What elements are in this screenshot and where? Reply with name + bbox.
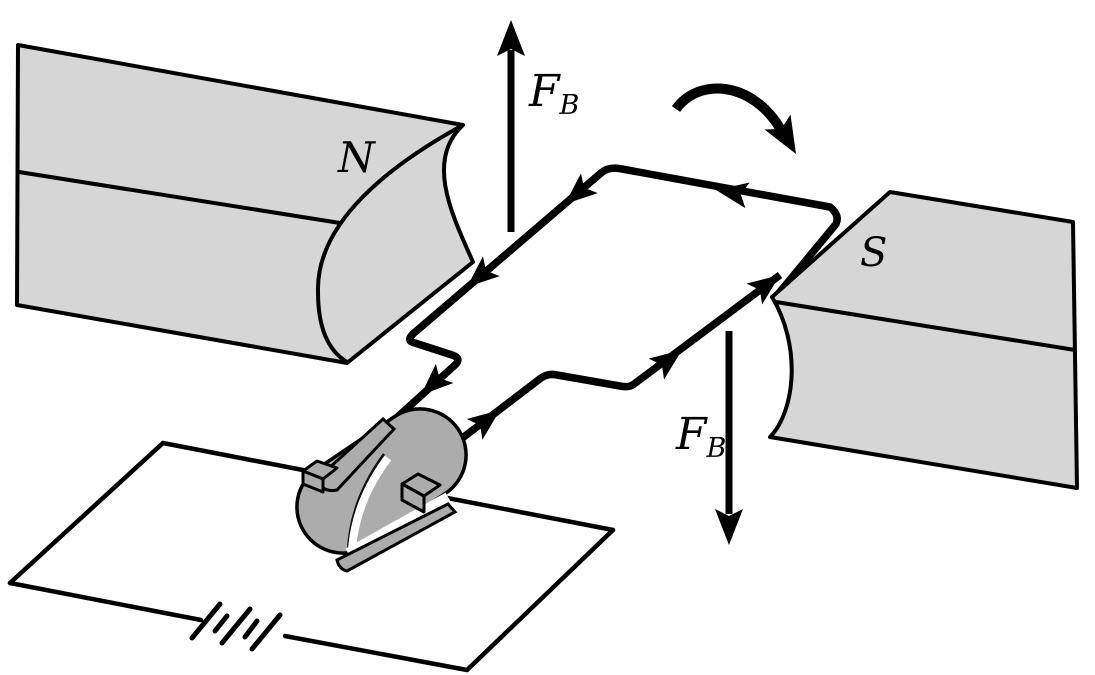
circuit-wire-left — [7, 440, 166, 586]
current-arrow — [467, 256, 500, 287]
commutator-cylinder — [295, 407, 468, 555]
circuit-wire-bottom-left — [7, 580, 204, 623]
commutator-split-face — [348, 455, 392, 550]
brush-left — [301, 459, 339, 494]
force-up-label: FB — [528, 66, 579, 121]
magnet-north-edge-line — [18, 170, 341, 225]
coil-wire-front — [441, 271, 783, 455]
force-down-label: FB — [675, 409, 726, 464]
magnet-south: S — [768, 190, 1079, 490]
circuit-wire-right — [464, 527, 616, 673]
commutator-ring-lower — [335, 502, 458, 573]
current-arrow — [421, 363, 454, 395]
coil-wire-back — [390, 164, 841, 424]
current-arrow — [746, 275, 780, 305]
magnet-south-body — [768, 190, 1079, 490]
circuit-wire-bottom-right — [282, 633, 470, 673]
rotation-arrow — [671, 83, 796, 154]
magnet-south-edge-line — [775, 300, 1076, 352]
magnet-north-torn-edge — [315, 123, 464, 364]
current-arrow — [648, 350, 682, 380]
south-pole-label: S — [860, 230, 887, 276]
current-arrow — [716, 182, 750, 209]
commutator — [295, 407, 468, 573]
current-arrow — [466, 410, 500, 440]
north-pole-label: N — [337, 133, 376, 182]
battery-icon — [189, 601, 283, 652]
current-arrow — [565, 173, 598, 204]
magnet-north-body — [15, 43, 475, 365]
force-down-arrow — [715, 331, 743, 545]
magnet-north: N — [15, 43, 475, 365]
brush-right — [400, 472, 442, 514]
force-up-arrow — [497, 20, 525, 232]
commutator-split-gap — [345, 492, 451, 558]
